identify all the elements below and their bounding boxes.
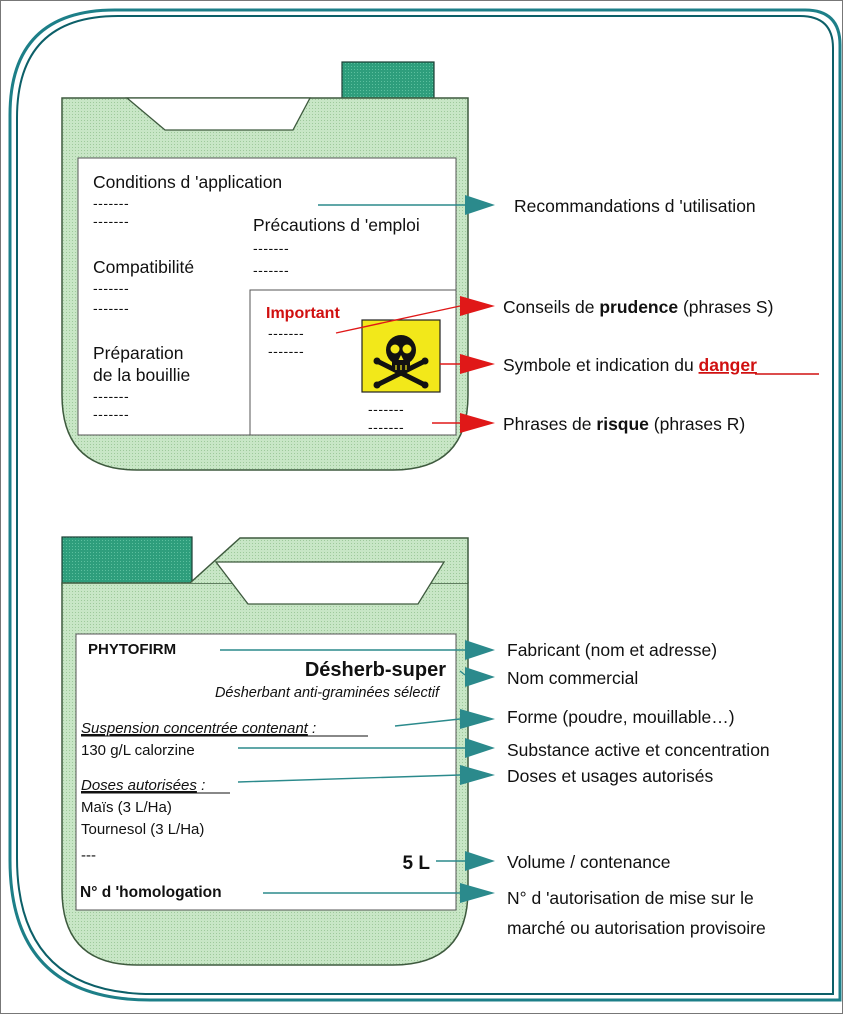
dash-line: ------- <box>368 419 404 435</box>
dash-line: ------- <box>253 262 289 278</box>
annotation-amm-line-2: marché ou autorisation provisoire <box>507 918 766 938</box>
annotation-fabricant: Fabricant (nom et adresse) <box>507 640 717 660</box>
doses-text: Doses autorisées : <box>81 777 205 794</box>
annotation-phrases-risque: Phrases de risque (phrases R) <box>503 414 745 434</box>
dash-line: ------- <box>268 325 304 341</box>
annotation-symbole: Symbole et indication du danger <box>503 355 757 375</box>
substance-text: 130 g/L calorzine <box>81 742 195 759</box>
red-arrow-icon <box>460 296 495 316</box>
annotation-nom-commercial: Nom commercial <box>507 668 638 688</box>
annotation-conseils: Conseils de prudence (phrases S) <box>503 297 773 317</box>
annotation-amm-line-1: N° d 'autorisation de mise sur le <box>507 888 754 908</box>
dash-line: ------- <box>253 240 289 256</box>
dose-line-1: Maïs (3 L/Ha) <box>81 799 172 816</box>
top-canister-cap <box>341 61 435 105</box>
bottom-canister-cap <box>61 536 193 586</box>
teal-arrow-icon <box>465 667 495 687</box>
danger-symbol <box>361 319 441 393</box>
dose-line-2: Tournesol (3 L/Ha) <box>81 821 204 838</box>
homologation-text: N° d 'homologation <box>80 884 222 901</box>
bottom-label-panel <box>75 633 457 911</box>
annotation-substance: Substance active et concentration <box>507 740 770 760</box>
bottom-annotations: Fabricant (nom et adresse) Nom commercia… <box>507 640 770 938</box>
red-arrow-icon <box>460 354 495 374</box>
precautions-heading: Précautions d 'emploi <box>253 215 420 235</box>
compatibilite-heading: Compatibilité <box>93 257 194 277</box>
top-connectors <box>318 195 495 433</box>
annotation-volume: Volume / contenance <box>507 852 670 872</box>
preparation-heading-line-1: Préparation <box>93 343 183 363</box>
teal-arrow-icon <box>465 738 495 758</box>
top-canister-handle <box>125 97 312 131</box>
dash-line: ------- <box>268 343 304 359</box>
teal-arrow-icon <box>460 883 495 903</box>
rounded-frame <box>8 8 842 1002</box>
skull-crossbones-icon <box>373 335 429 389</box>
top-label-panel <box>77 157 457 436</box>
bottom-canister-handle <box>214 561 446 605</box>
dash-line: ------- <box>93 388 129 404</box>
product-subtitle: Désherbant anti-graminées sélectif <box>215 685 441 701</box>
annotation-forme: Forme (poudre, mouillable…) <box>507 707 735 727</box>
top-label-inner-box <box>249 289 456 435</box>
bottom-connectors <box>220 640 495 903</box>
product-name: Désherb-super <box>305 659 446 681</box>
dose-line-3: --- <box>81 847 96 864</box>
dash-line: ------- <box>93 300 129 316</box>
top-annotations: Recommandations d 'utilisation Conseils … <box>503 196 819 434</box>
teal-arrow-icon <box>465 640 495 660</box>
teal-arrow-icon <box>460 709 495 729</box>
fabricant-text: PHYTOFIRM <box>88 641 176 658</box>
dash-line: ------- <box>93 280 129 296</box>
teal-arrow-icon <box>465 851 495 871</box>
bottom-canister: PHYTOFIRM Désherb-super Désherbant anti-… <box>61 536 469 966</box>
preparation-heading-line-2: de la bouillie <box>93 365 190 385</box>
teal-arrow-icon <box>465 195 495 215</box>
dash-line: ------- <box>93 195 129 211</box>
volume-text: 5 L <box>403 853 431 874</box>
forme-text: Suspension concentrée contenant : <box>81 720 316 737</box>
dash-line: ------- <box>368 401 404 417</box>
teal-arrow-icon <box>460 765 495 785</box>
annotation-recommandations: Recommandations d 'utilisation <box>514 196 756 216</box>
annotation-doses: Doses et usages autorisés <box>507 766 713 786</box>
red-arrow-icon <box>460 413 495 433</box>
dash-line: ------- <box>93 406 129 422</box>
important-heading: Important <box>266 305 340 322</box>
dash-line: ------- <box>93 213 129 229</box>
conditions-heading: Conditions d 'application <box>93 172 282 192</box>
top-canister: Conditions d 'application ------- ------… <box>61 61 469 471</box>
